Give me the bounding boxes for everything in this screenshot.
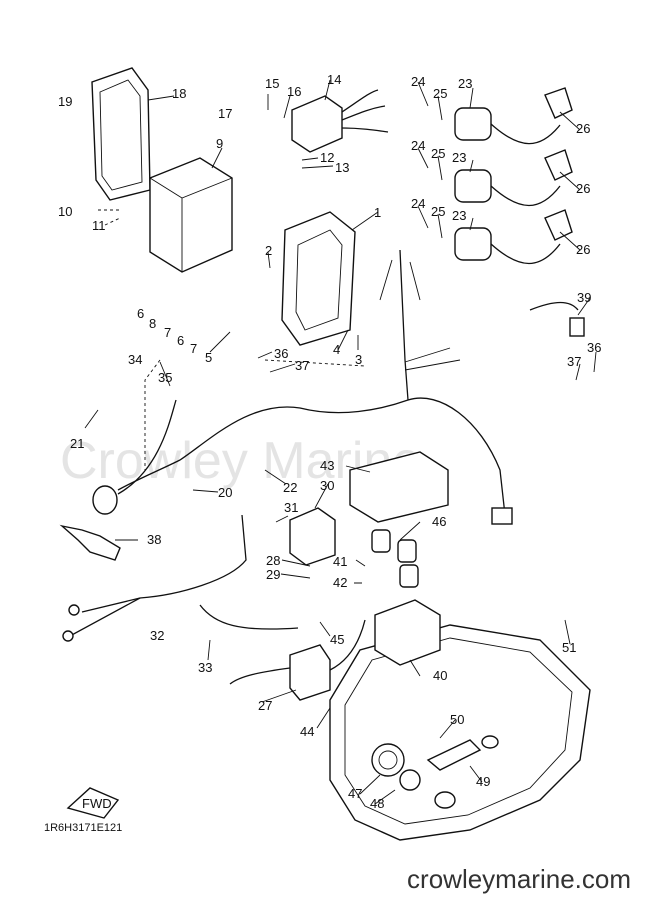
part-label-5: 5 xyxy=(205,350,212,365)
part-label-40: 40 xyxy=(433,668,447,683)
part-label-19: 19 xyxy=(58,94,72,109)
part-label-1: 1 xyxy=(374,205,381,220)
part-label-15: 15 xyxy=(265,76,279,91)
part-label-6b: 6 xyxy=(177,333,184,348)
plate-1 xyxy=(281,211,356,346)
part-label-25b: 25 xyxy=(431,146,445,161)
part-label-37b: 37 xyxy=(567,354,581,369)
relay-40 xyxy=(374,599,441,666)
switch-47 xyxy=(371,743,421,791)
part-label-22: 22 xyxy=(283,480,297,495)
part-label-7a: 7 xyxy=(164,325,171,340)
part-label-47: 47 xyxy=(348,786,362,801)
bracket-18 xyxy=(91,67,151,201)
part-label-36b: 36 xyxy=(587,340,601,355)
part-label-35: 35 xyxy=(158,370,172,385)
part-label-14: 14 xyxy=(327,72,341,87)
cover-43 xyxy=(349,451,449,523)
leader-lines xyxy=(84,79,597,805)
part-label-12: 12 xyxy=(320,150,334,165)
starter-relay-27 xyxy=(229,619,366,701)
part-label-30: 30 xyxy=(320,478,334,493)
connector-34 xyxy=(92,399,177,515)
part-label-20: 20 xyxy=(218,485,232,500)
part-label-29: 29 xyxy=(266,567,280,582)
part-label-16: 16 xyxy=(287,84,301,99)
part-label-23a: 23 xyxy=(458,76,472,91)
bottom-cowling xyxy=(329,624,591,841)
part-label-38: 38 xyxy=(147,532,161,547)
part-label-24c: 24 xyxy=(411,196,425,211)
part-label-25c: 25 xyxy=(431,204,445,219)
sensor-39 xyxy=(529,301,585,337)
part-label-48: 48 xyxy=(370,796,384,811)
part-label-45: 45 xyxy=(330,632,344,647)
part-label-50: 50 xyxy=(450,712,464,727)
part-label-3: 3 xyxy=(355,352,362,367)
part-label-10: 10 xyxy=(58,204,72,219)
part-label-44: 44 xyxy=(300,724,314,739)
part-label-18: 18 xyxy=(172,86,186,101)
part-label-49: 49 xyxy=(476,774,490,789)
bracket-38 xyxy=(59,524,121,561)
part-label-21: 21 xyxy=(70,436,84,451)
part-label-17: 17 xyxy=(218,106,232,121)
part-label-41: 41 xyxy=(333,554,347,569)
fwd-label: FWD xyxy=(82,796,112,811)
part-label-23b: 23 xyxy=(452,150,466,165)
part-label-7b: 7 xyxy=(190,341,197,356)
part-label-31: 31 xyxy=(284,500,298,515)
rectifier-14 xyxy=(291,89,389,153)
part-label-33: 33 xyxy=(198,660,212,675)
part-label-42: 42 xyxy=(333,575,347,590)
cdi-unit-9 xyxy=(149,157,233,273)
diagram-code: 1R6H3171E121 xyxy=(44,822,123,834)
part-label-6a: 6 xyxy=(137,306,144,321)
part-label-43: 43 xyxy=(320,458,334,473)
cables-32-33 xyxy=(62,514,299,642)
part-label-13: 13 xyxy=(335,160,349,175)
part-label-8: 8 xyxy=(149,316,156,331)
part-label-28: 28 xyxy=(266,553,280,568)
site-name: crowleymarine.com xyxy=(407,864,631,894)
part-label-46: 46 xyxy=(432,514,446,529)
part-labels: 1 2 3 4 5 6 6 7 7 8 9 10 11 12 13 14 15 … xyxy=(58,72,601,811)
part-label-26c: 26 xyxy=(576,242,590,257)
part-label-51: 51 xyxy=(562,640,576,655)
part-label-37a: 37 xyxy=(295,358,309,373)
fwd-arrow: FWD xyxy=(66,787,120,819)
part-label-26b: 26 xyxy=(576,181,590,196)
part-label-11: 11 xyxy=(92,218,106,233)
part-label-9: 9 xyxy=(216,136,223,151)
part-label-24a: 24 xyxy=(411,74,425,89)
part-label-23c: 23 xyxy=(452,208,466,223)
part-label-4: 4 xyxy=(333,342,340,357)
plate-49 xyxy=(426,739,482,771)
part-label-2: 2 xyxy=(265,243,272,258)
part-label-24b: 24 xyxy=(411,138,425,153)
boots-46 xyxy=(371,529,419,588)
part-label-32: 32 xyxy=(150,628,164,643)
part-label-26a: 26 xyxy=(576,121,590,136)
ignition-coils xyxy=(454,87,573,265)
part-label-36a: 36 xyxy=(274,346,288,361)
cover-30 xyxy=(289,507,336,566)
wiring-harness xyxy=(117,249,513,525)
part-label-27: 27 xyxy=(258,698,272,713)
part-label-25a: 25 xyxy=(433,86,447,101)
part-label-34: 34 xyxy=(128,352,142,367)
part-label-39: 39 xyxy=(577,290,591,305)
